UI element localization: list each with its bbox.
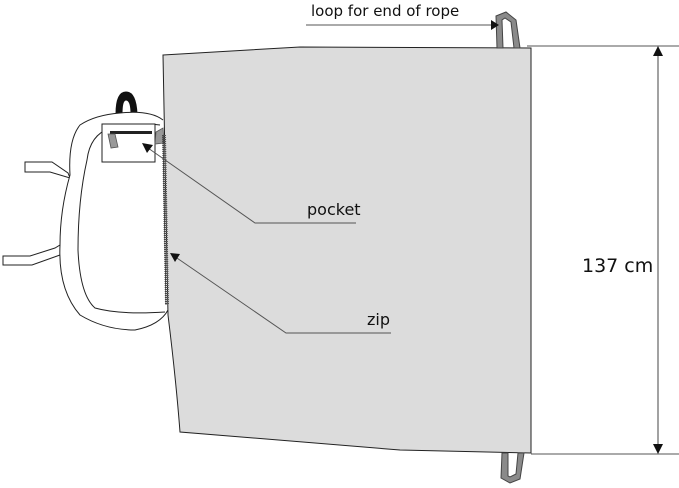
backpack-handle [115,91,138,115]
arrow-icon-dimension-bottom [653,444,663,454]
zip-track [162,134,169,306]
backpack-body-outer [59,111,169,331]
pocket-zip-pull-right [154,127,165,145]
arrow-icon-zip [170,253,180,262]
pocket-zip-bar [110,131,152,134]
zip-track-edge [162,134,167,306]
label-pocket: pocket [307,200,361,219]
mat-panel [162,46,532,454]
leader-line-pocket [147,147,356,224]
pocket-zip-pull-left [107,133,119,149]
label-zip: zip [367,310,390,329]
label-loop: loop for end of rope [311,2,460,20]
arrow-icon-pocket [142,143,153,153]
backpack-strap-lower [2,244,61,266]
backpack-strap-upper [24,161,71,179]
arrow-icon-loop [491,20,499,30]
arrow-icon-dimension-top [653,46,663,56]
label-dimension: 137 cm [582,255,654,277]
loop-bottom [500,452,525,484]
loop-top [495,11,521,49]
leader-line-zip [173,255,391,334]
